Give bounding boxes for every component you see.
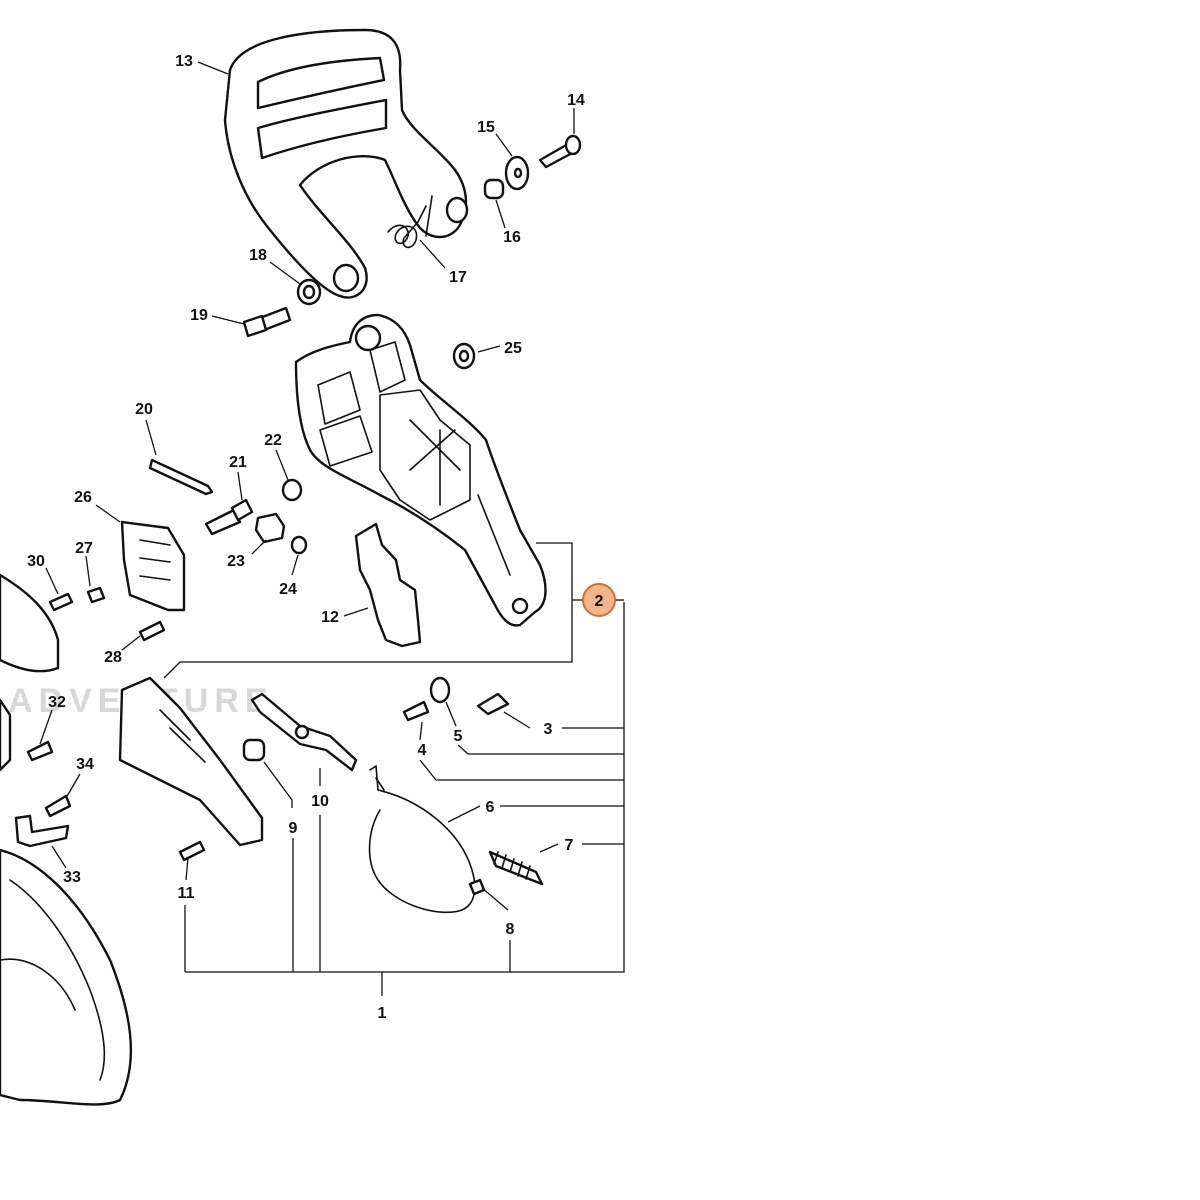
pin-part-8 (468, 878, 486, 896)
callout-label-16: 16 (503, 229, 521, 246)
callout-label-21: 21 (229, 454, 247, 471)
callout-labels: 1 3 4 5 6 7 8 9 10 11 12 13 14 15 16 17 … (27, 53, 585, 1022)
bushing-part-18 (296, 278, 322, 306)
sprocket-cover-housing-part (294, 313, 547, 627)
callout-label-20: 20 (135, 401, 153, 418)
callout-label-18: 18 (249, 247, 267, 264)
brake-band-part-6 (368, 765, 476, 914)
nut-part-22 (281, 478, 303, 502)
callout-label-17: 17 (449, 269, 467, 286)
callout-label-32: 32 (48, 694, 66, 711)
left-component-partial (0, 573, 60, 772)
spring-part-7 (488, 850, 544, 886)
brake-bracket-plate (118, 676, 264, 847)
callout-label-5: 5 (454, 728, 463, 745)
callout-label-33: 33 (63, 869, 81, 886)
callout-label-22: 22 (264, 432, 282, 449)
highlighted-callout-2[interactable]: 2 (582, 583, 616, 617)
highlight-circle (582, 583, 616, 617)
bushing-part-9 (242, 738, 266, 762)
callout-label-4: 4 (418, 742, 427, 759)
callout-label-12: 12 (321, 609, 339, 626)
brake-lever-part-10 (250, 692, 358, 772)
callout-label-3: 3 (544, 721, 553, 738)
screw-part-32 (26, 740, 54, 762)
bracket-part-33 (14, 814, 70, 848)
washer-part-24 (290, 535, 308, 555)
side-plate-part-26 (120, 520, 186, 612)
callout-label-28: 28 (104, 649, 122, 666)
callout-label-19: 19 (190, 307, 208, 324)
nut-part-25 (452, 342, 476, 370)
screw-part-34 (44, 794, 72, 818)
pin-part-3 (476, 692, 510, 716)
pin-part-20 (148, 458, 214, 496)
washer-part-5 (429, 676, 451, 704)
callout-label-30: 30 (27, 553, 45, 570)
screw-part-14 (538, 134, 582, 169)
callout-label-10: 10 (311, 793, 329, 810)
callout-label-26: 26 (74, 489, 92, 506)
callout-label-23: 23 (227, 553, 245, 570)
callout-label-2: 2 (595, 593, 604, 610)
callout-label-34: 34 (76, 756, 94, 773)
screw-part-28 (138, 620, 166, 642)
screw-part-27 (86, 586, 106, 604)
screw-part-30 (48, 592, 74, 612)
washer-part-15 (504, 155, 530, 191)
plate-part-12 (354, 522, 422, 648)
callout-label-6: 6 (486, 799, 495, 816)
adjuster-part-21 (204, 498, 254, 536)
callout-label-27: 27 (75, 540, 93, 557)
callout-label-13: 13 (175, 53, 193, 70)
hand-guard-part (223, 28, 469, 299)
callout-label-25: 25 (504, 340, 522, 357)
callout-label-11: 11 (178, 885, 195, 902)
callout-label-8: 8 (506, 921, 515, 938)
callout-label-14: 14 (567, 92, 585, 109)
bolt-part-19 (242, 306, 292, 338)
spring-part-17 (387, 195, 433, 249)
bushing-part-16 (483, 178, 505, 200)
callout-label-15: 15 (477, 119, 495, 136)
slide-part-23 (254, 512, 286, 544)
leader-lines (39, 61, 625, 996)
callout-label-24: 24 (279, 581, 297, 598)
callout-label-1: 1 (378, 1005, 387, 1022)
screw-part-11 (178, 840, 206, 862)
chain-cover-partial (0, 848, 133, 1106)
callout-label-7: 7 (565, 837, 574, 854)
callout-label-9: 9 (289, 820, 298, 837)
screw-part-4 (402, 700, 430, 722)
